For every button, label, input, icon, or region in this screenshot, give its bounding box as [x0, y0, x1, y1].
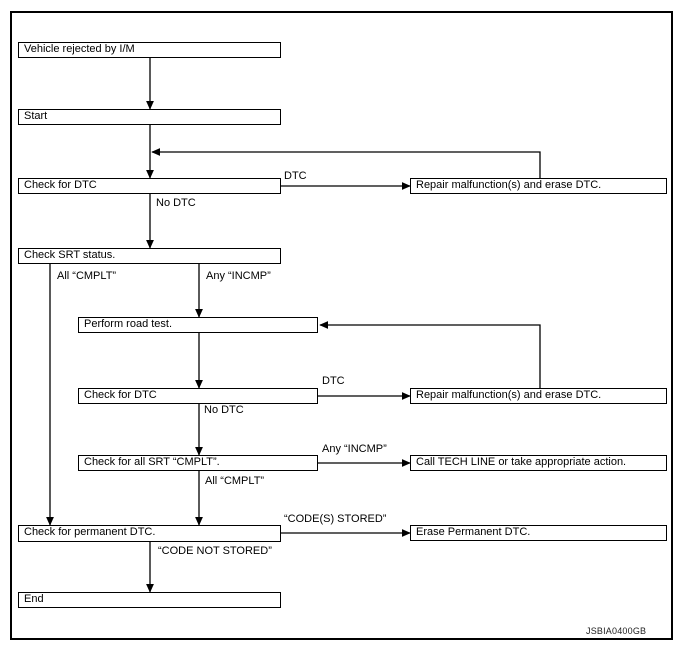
- edge-label-all-cmplt-1: All “CMPLT”: [57, 270, 117, 282]
- node-repair-dtc-2: Repair malfunction(s) and erase DTC.: [410, 388, 667, 404]
- figure-id: JSBIA0400GB: [586, 626, 647, 636]
- edge-label-dtc-1: DTC: [284, 170, 307, 182]
- node-start: Start: [18, 109, 281, 125]
- node-check-permanent-dtc: Check for permanent DTC.: [18, 525, 281, 542]
- node-call-tech-line: Call TECH LINE or take appropriate actio…: [410, 455, 667, 471]
- node-check-dtc-1: Check for DTC: [18, 178, 281, 194]
- edge-label-code-not-stored: “CODE NOT STORED”: [158, 545, 272, 557]
- node-repair-dtc-1: Repair malfunction(s) and erase DTC.: [410, 178, 667, 194]
- node-check-all-srt-cmplt: Check for all SRT “CMPLT”.: [78, 455, 318, 471]
- node-check-srt-status: Check SRT status.: [18, 248, 281, 264]
- node-erase-permanent-dtc: Erase Permanent DTC.: [410, 525, 667, 541]
- edge-label-dtc-2: DTC: [322, 375, 345, 387]
- edge-label-no-dtc-1: No DTC: [156, 197, 196, 209]
- node-end: End: [18, 592, 281, 608]
- edge-label-any-incmp-1: Any “INCMP”: [206, 270, 271, 282]
- node-perform-road-test: Perform road test.: [78, 317, 318, 333]
- node-check-dtc-2: Check for DTC: [78, 388, 318, 404]
- edge-label-codes-stored: “CODE(S) STORED”: [284, 513, 387, 525]
- diagram-frame: [10, 11, 673, 640]
- edge-label-no-dtc-2: No DTC: [204, 404, 244, 416]
- edge-label-all-cmplt-2: All “CMPLT”: [205, 475, 265, 487]
- edge-label-any-incmp-2: Any “INCMP”: [322, 443, 387, 455]
- node-vehicle-rejected: Vehicle rejected by I/M: [18, 42, 281, 58]
